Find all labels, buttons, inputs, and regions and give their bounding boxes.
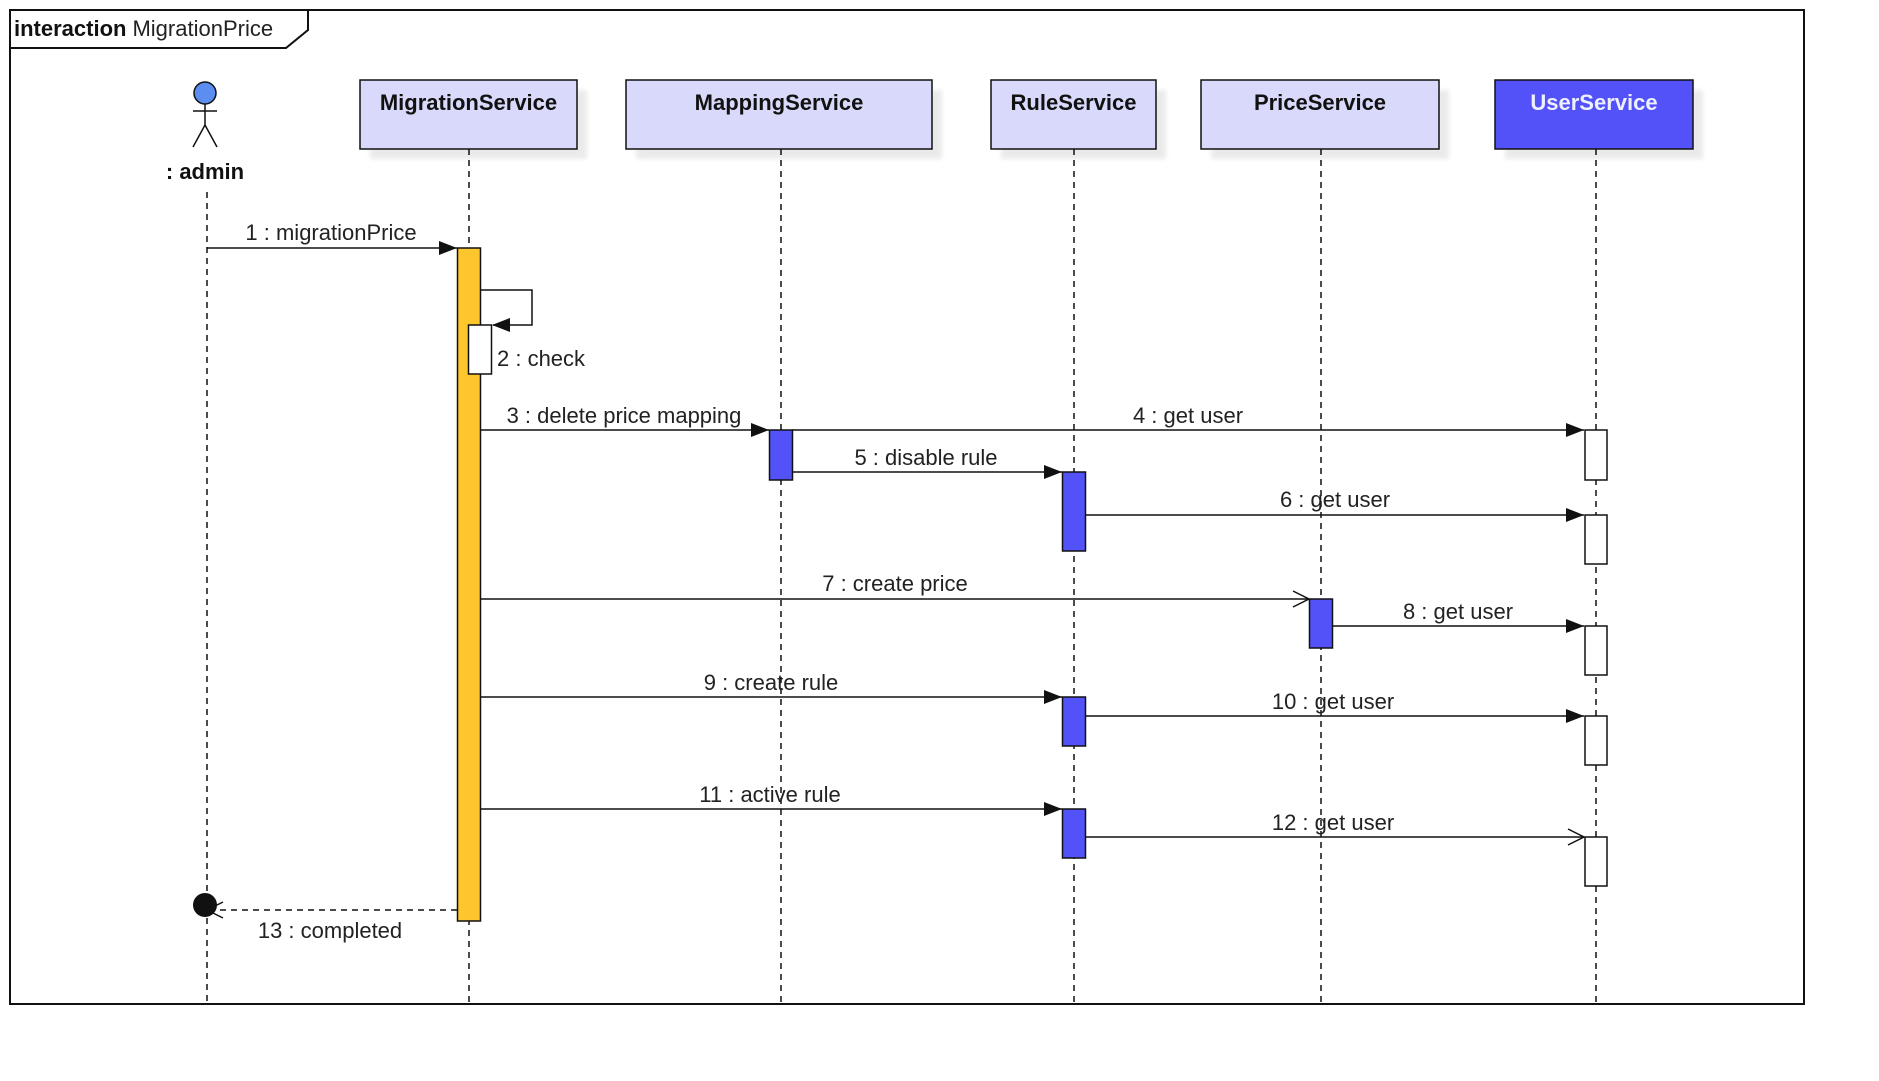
actor-admin[interactable]: : admin — [166, 81, 244, 184]
message-9[interactable]: 9 : create rule — [481, 670, 1062, 704]
participant-box — [990, 79, 1157, 150]
message-label: 4 : get user — [1133, 403, 1243, 428]
participant-label: PriceService — [1254, 90, 1386, 115]
activation-rule — [1061, 808, 1087, 859]
participant-box — [359, 79, 578, 150]
message-label: 10 : get user — [1272, 689, 1394, 714]
participant-box — [625, 79, 933, 150]
message-label: 7 : create price — [822, 571, 968, 596]
message-12[interactable]: 12 : get user — [1086, 810, 1586, 846]
activation-migration — [467, 324, 493, 375]
arrowhead-filled-icon — [439, 241, 457, 255]
arrowhead-filled-icon — [1044, 465, 1062, 479]
arrowhead-filled-icon — [1044, 802, 1062, 816]
message-2[interactable]: 2 : check — [481, 289, 586, 371]
frame-name: MigrationPrice — [132, 16, 273, 41]
found-message-endpoint-icon — [193, 893, 217, 917]
participant-user[interactable]: UserService — [1494, 79, 1694, 150]
message-label: 5 : disable rule — [854, 445, 997, 470]
actor-leg-icon — [204, 124, 218, 148]
participant-price[interactable]: PriceService — [1200, 79, 1440, 150]
participants: MigrationService MappingService RuleServic… — [359, 79, 1694, 150]
participant-migration[interactable]: MigrationService — [359, 79, 578, 150]
arrowhead-filled-icon — [1566, 619, 1584, 633]
message-4[interactable]: 4 : get user — [792, 403, 1584, 437]
message-5[interactable]: 5 : disable rule — [792, 445, 1062, 479]
activation-mapping — [768, 429, 794, 481]
arrowhead-open-icon — [1292, 590, 1311, 608]
message-label: 11 : active rule — [699, 782, 840, 807]
activations — [456, 247, 1608, 922]
arrowhead-open-icon — [1567, 828, 1586, 846]
actor-head-icon — [193, 81, 217, 105]
message-label: 6 : get user — [1280, 487, 1390, 512]
message-label: 3 : delete price mapping — [507, 403, 742, 428]
message-7[interactable]: 7 : create price — [481, 571, 1311, 608]
message-6[interactable]: 6 : get user — [1086, 487, 1584, 522]
message-label: 2 : check — [497, 346, 586, 371]
participant-box — [1200, 79, 1440, 150]
activation-user — [1584, 625, 1608, 676]
message-3[interactable]: 3 : delete price mapping — [481, 403, 769, 437]
arrowhead-filled-icon — [751, 423, 769, 437]
arrowhead-filled-icon — [1566, 709, 1584, 723]
arrowhead-filled-icon — [1566, 508, 1584, 522]
participant-label: MigrationService — [380, 90, 557, 115]
arrowhead-filled-icon — [1044, 690, 1062, 704]
arrowhead-filled-icon — [492, 318, 510, 332]
message-label: 8 : get user — [1403, 599, 1513, 624]
frame-keyword: interaction — [14, 16, 126, 41]
participant-label: UserService — [1530, 90, 1657, 115]
activation-user — [1584, 715, 1608, 766]
actor-label: : admin — [166, 159, 244, 184]
message-8[interactable]: 8 : get user — [1333, 599, 1584, 633]
frame-tab — [9, 9, 309, 49]
activation-user — [1584, 836, 1608, 887]
participant-mapping[interactable]: MappingService — [625, 79, 933, 150]
activation-rule — [1061, 471, 1087, 552]
activation-rule — [1061, 696, 1087, 747]
message-10[interactable]: 10 : get user — [1086, 689, 1584, 723]
message-13[interactable]: 13 : completed — [193, 893, 457, 943]
message-label: 12 : get user — [1272, 810, 1394, 835]
message-1[interactable]: 1 : migrationPrice — [207, 220, 457, 255]
message-11[interactable]: 11 : active rule — [481, 782, 1062, 816]
participant-rule[interactable]: RuleService — [990, 79, 1157, 150]
interaction-frame — [9, 9, 1805, 1005]
activation-user — [1584, 429, 1608, 481]
actor-leg-icon — [192, 124, 206, 148]
message-label: 9 : create rule — [704, 670, 839, 695]
self-call-line — [481, 289, 533, 326]
participant-box — [1494, 79, 1694, 150]
message-label: 13 : completed — [258, 918, 402, 943]
activation-user — [1584, 514, 1608, 565]
activation-price — [1308, 598, 1334, 649]
arrowhead-filled-icon — [1566, 423, 1584, 437]
messages: 1 : migrationPrice 2 : check 3 : delete pr… — [193, 220, 1586, 943]
message-label: 1 : migrationPrice — [245, 220, 416, 245]
lifelines — [206, 149, 1597, 1004]
participant-label: MappingService — [695, 90, 864, 115]
participant-label: RuleService — [1011, 90, 1137, 115]
activation-migration — [456, 247, 482, 922]
